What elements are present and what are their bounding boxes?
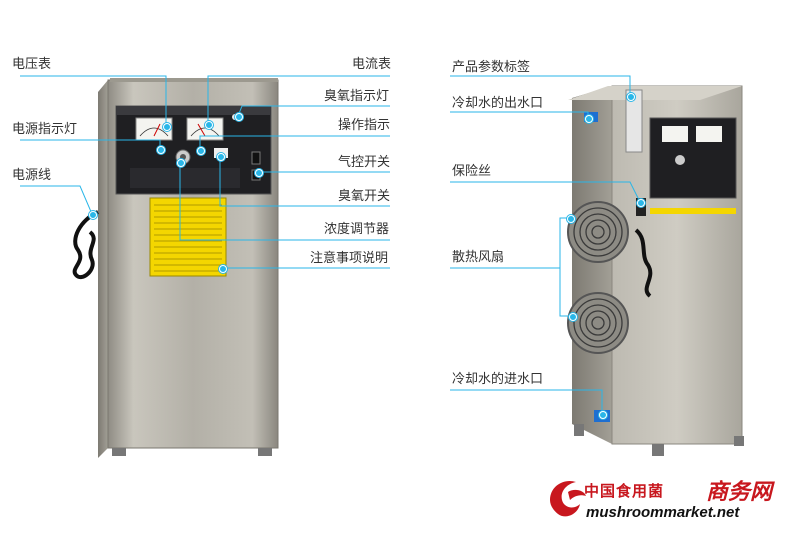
callout-dot (157, 146, 165, 154)
label-air-switch: 气控开关 (338, 155, 391, 170)
label-notes: 注意事项说明 (310, 251, 389, 266)
callout-dot (627, 93, 635, 101)
label-voltmeter: 电压表 (12, 57, 52, 72)
callout-dot (205, 121, 213, 129)
label-ozone-switch: 臭氧开关 (338, 189, 391, 204)
brand-logo-icon (550, 480, 586, 517)
left-callout-lines (20, 75, 390, 269)
callout-dot (235, 113, 243, 121)
label-operation-indicator: 操作指示 (338, 118, 391, 133)
label-cooling-outlet: 冷却水的出水口 (452, 96, 544, 111)
brand-name-cn-bold: 商务网 (706, 480, 773, 505)
callout-dot (637, 199, 645, 207)
callout-dot (255, 169, 263, 177)
callout-dot (89, 211, 97, 219)
label-ammeter: 电流表 (352, 57, 392, 72)
callout-dot (197, 147, 205, 155)
callout-dot (569, 313, 577, 321)
brand-watermark: 中国食用菌 商务网 mushroommarket.net (520, 470, 795, 528)
callout-dot (217, 153, 225, 161)
label-ozone-indicator: 臭氧指示灯 (324, 89, 390, 104)
label-power-cord: 电源线 (12, 168, 52, 183)
brand-name-cn: 中国食用菌 (584, 482, 665, 500)
label-power-indicator: 电源指示灯 (12, 122, 78, 137)
label-param-tag: 产品参数标签 (452, 60, 531, 75)
label-concentration-knob: 浓度调节器 (324, 222, 390, 237)
callout-dot (177, 159, 185, 167)
callout-dot (585, 115, 593, 123)
callout-dot (163, 123, 171, 131)
label-cooling-inlet: 冷却水的进水口 (452, 372, 544, 387)
label-fuse: 保险丝 (452, 164, 492, 179)
brand-url: mushroommarket.net (586, 504, 740, 521)
left-machine (72, 78, 279, 458)
callout-dot (567, 215, 575, 223)
callout-dot (599, 411, 607, 419)
right-machine (567, 85, 744, 456)
callout-dot (219, 265, 227, 273)
label-cooling-fan: 散热风扇 (452, 250, 505, 265)
